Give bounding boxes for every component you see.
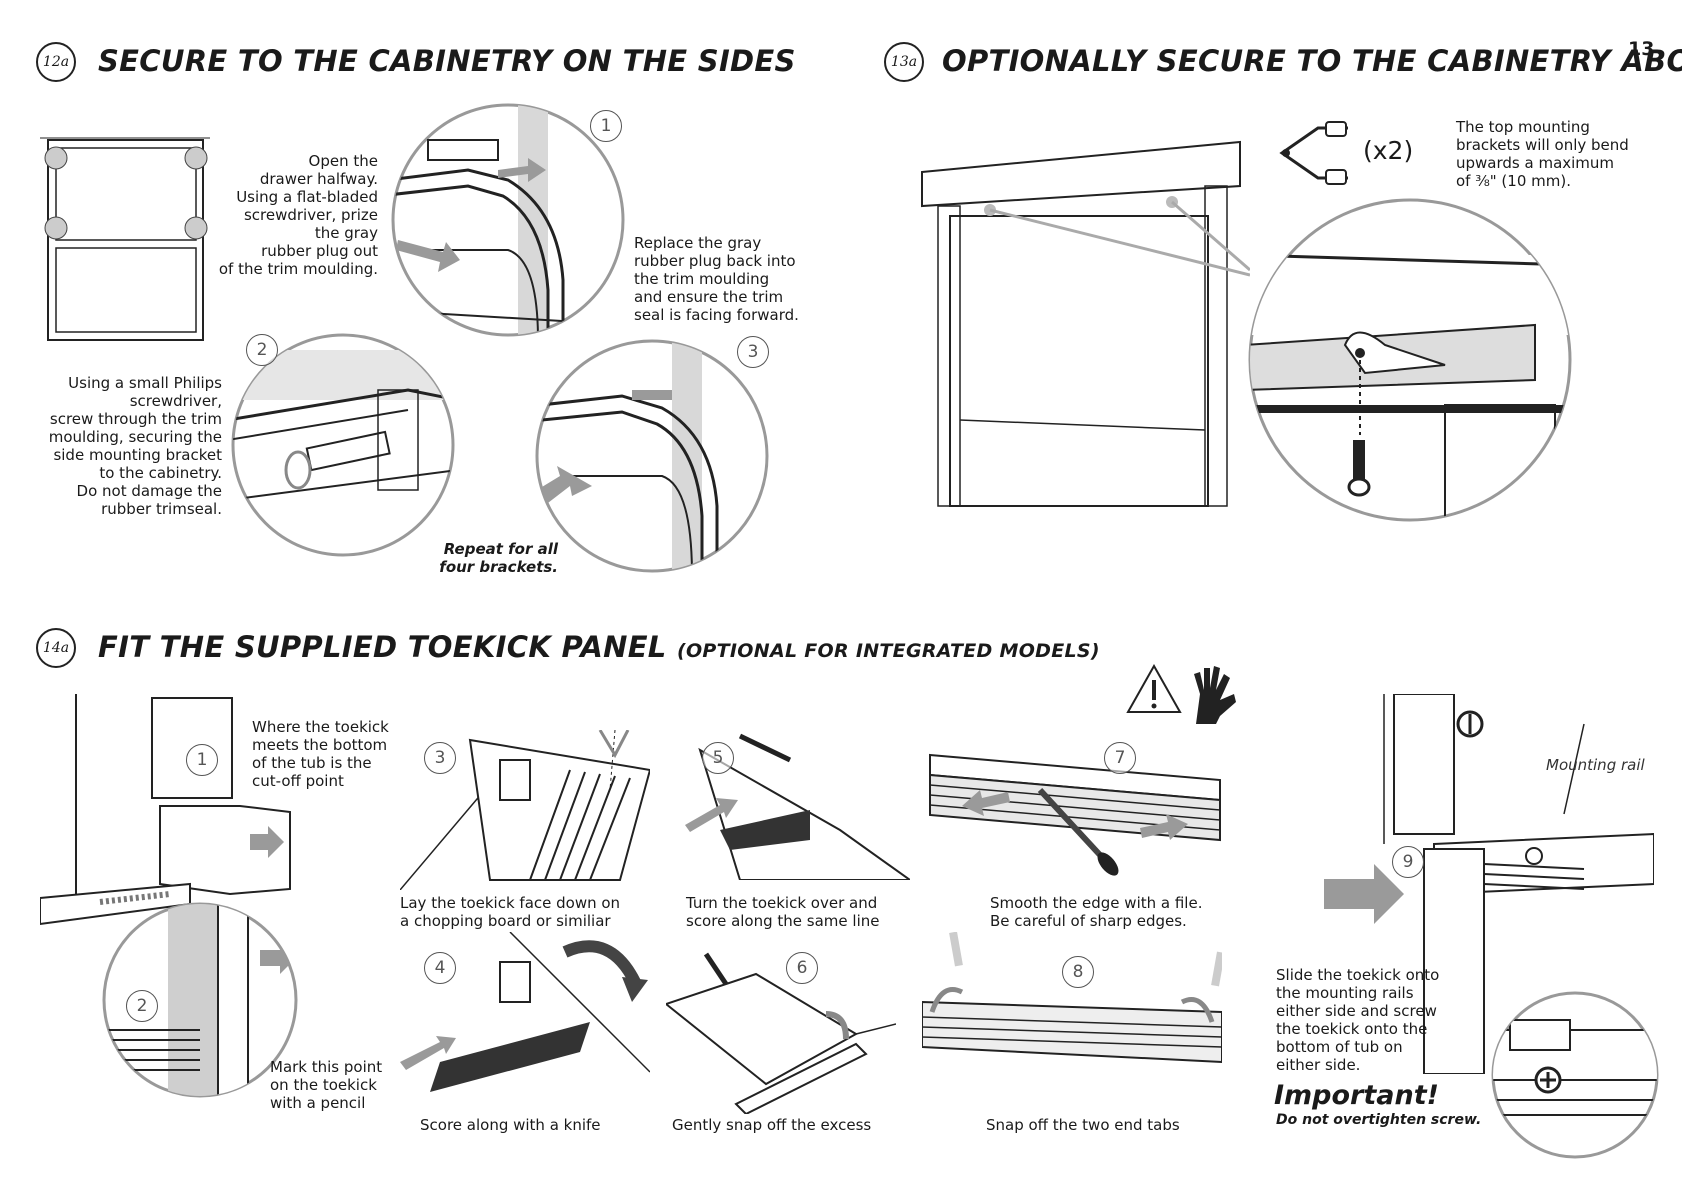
caption-step4: Score along with a knife [420,1116,601,1134]
toekick-fit-illustration [40,694,300,934]
section-title-12a: SECURE TO THE CABINETRY ON THE SIDES [98,44,796,78]
detail-circle-step1 [388,100,628,340]
section-badge-12a: 12a [36,42,76,82]
step3-instructions: Replace the gray rubber plug back into t… [634,234,799,324]
detail-circle-mark [100,900,300,1100]
file-edge-illustration [920,730,1250,880]
caption-step9: Slide the toekick onto the mounting rail… [1276,966,1440,1074]
step2-instructions: Using a small Philips screwdriver, screw… [48,374,222,518]
mounting-rail-illustration [1324,694,1654,1074]
step14-number-1: 1 [186,744,218,776]
step14-number-6: 6 [786,952,818,984]
caption-step8: Snap off the two end tabs [986,1116,1180,1134]
step14-number-5: 5 [702,742,734,774]
end-tabs-illustration [922,932,1222,1082]
section-subtitle-14a: (OPTIONAL FOR INTEGRATED MODELS) [677,640,1100,662]
detail-circle-top-bracket [1245,195,1575,525]
detail-circle-screw [1490,990,1660,1160]
bracket-note: The top mounting brackets will only bend… [1456,118,1629,190]
step-number-1: 1 [590,110,622,142]
warning-triangle-icon [1126,664,1182,714]
detail-circle-step3 [532,336,772,576]
step-number-3: 3 [737,336,769,368]
repeat-note: Repeat for all four brackets. [439,540,558,576]
caption-step2: Mark this point on the toekick with a pe… [270,1058,383,1112]
turn-over-illustration [680,730,910,880]
section-badge-14a: 14a [36,628,76,668]
important-title: Important! [1274,1080,1439,1111]
cabinet-above-illustration [920,130,1250,510]
step14-number-2: 2 [126,990,158,1022]
important-text: Do not overtighten screw. [1276,1112,1482,1128]
step14-number-9: 9 [1392,846,1424,878]
section-title-14a-row: FIT THE SUPPLIED TOEKICK PANEL (OPTIONAL… [98,630,1100,664]
step14-number-8: 8 [1062,956,1094,988]
score-with-knife-illustration [400,932,650,1102]
toekick-face-down-illustration [400,730,650,890]
step-number-2: 2 [246,334,278,366]
caption-step3: Lay the toekick face down on a chopping … [400,894,621,930]
bracket-icon [1278,120,1348,186]
section-title-14a: FIT THE SUPPLIED TOEKICK PANEL [98,630,667,664]
bracket-quantity: (x2) [1363,136,1414,165]
cut-hand-icon [1186,664,1238,726]
caption-step6: Gently snap off the excess [672,1116,872,1134]
step1-instructions: Open the drawer halfway. Using a flat-bl… [218,152,378,278]
caption-step7: Smooth the edge with a file. Be careful … [990,894,1203,930]
page-number: 13 [1628,38,1655,60]
cabinet-front-illustration [40,130,210,350]
snap-off-illustration [666,944,896,1114]
caption-step1: Where the toekick meets the bottom of th… [252,718,389,790]
mounting-rail-label: Mounting rail [1546,756,1645,774]
step14-number-7: 7 [1104,742,1136,774]
caption-step5: Turn the toekick over and score along th… [686,894,880,930]
section-badge-13a: 13a [884,42,924,82]
section-title-13a: OPTIONALLY SECURE TO THE CABINETRY ABOVE [942,44,1682,78]
step14-number-3: 3 [424,742,456,774]
step14-number-4: 4 [424,952,456,984]
